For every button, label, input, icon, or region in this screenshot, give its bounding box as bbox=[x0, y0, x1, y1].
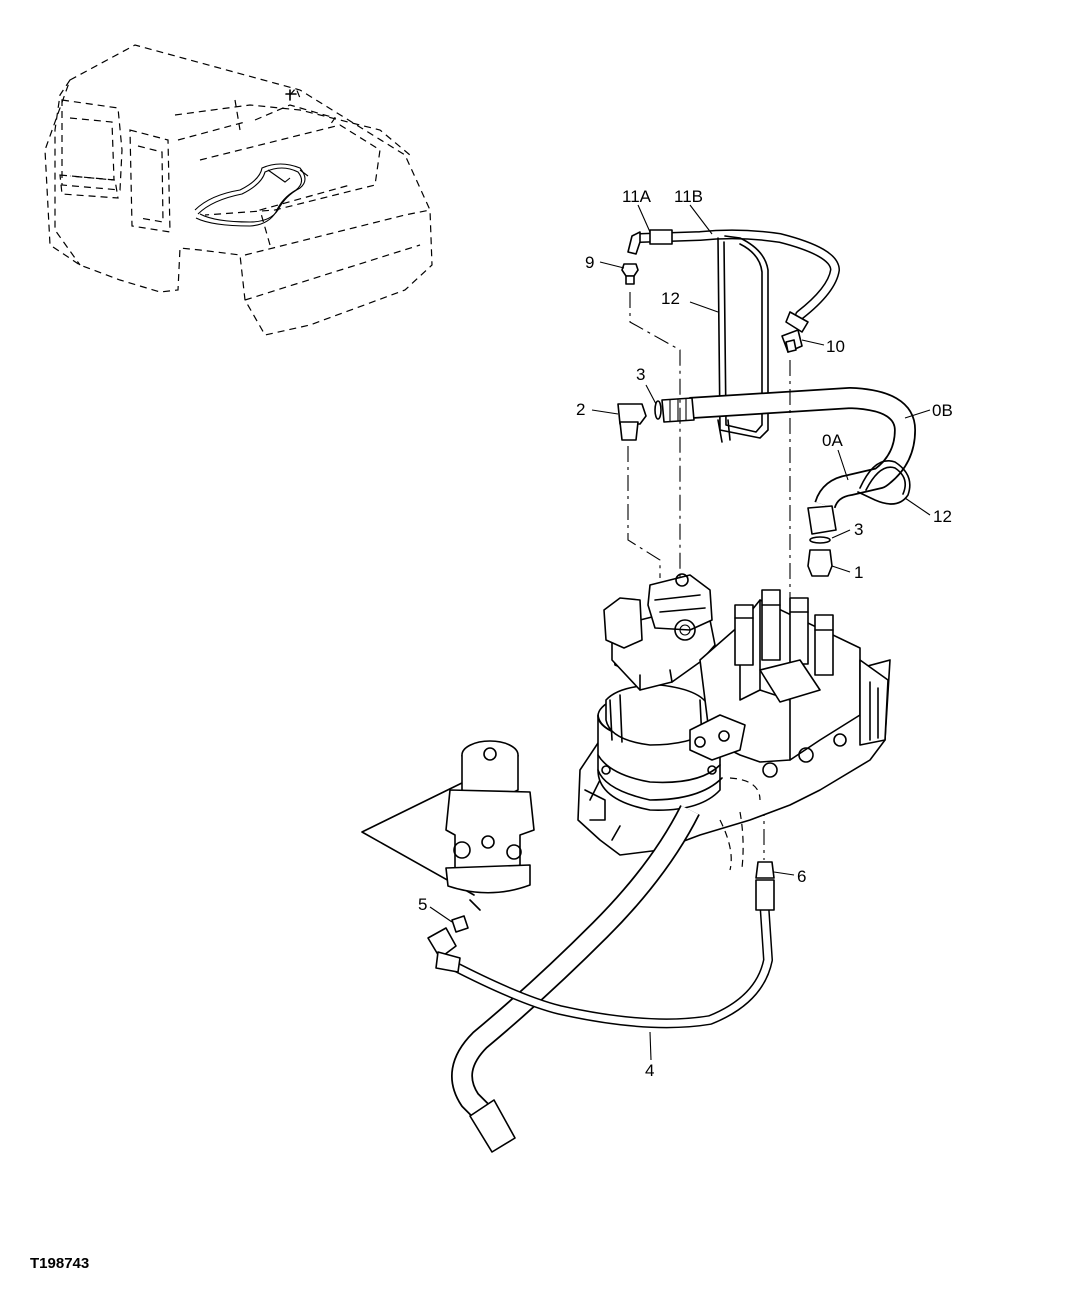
callout-12-right: 12 bbox=[933, 507, 952, 526]
callout-6: 6 bbox=[797, 867, 806, 886]
fitting-6 bbox=[755, 861, 775, 879]
callout-10: 10 bbox=[826, 337, 845, 356]
callout-1: 1 bbox=[854, 563, 863, 582]
callout-2: 2 bbox=[576, 400, 585, 419]
hose-11-assembly bbox=[627, 229, 840, 333]
fitting-9 bbox=[621, 263, 639, 285]
callout-5: 5 bbox=[418, 895, 427, 914]
callout-0B: 0B bbox=[932, 401, 953, 420]
clamp-12-upper bbox=[717, 235, 769, 443]
callout-11A: 11A bbox=[622, 187, 652, 206]
figure-id: T198743 bbox=[30, 1255, 89, 1272]
elbow-fitting-2 bbox=[617, 403, 647, 441]
excavator-locator-view bbox=[44, 44, 433, 336]
o-ring-3-top bbox=[654, 400, 662, 420]
callout-3-top: 3 bbox=[636, 365, 645, 384]
fitting-5 bbox=[451, 915, 469, 933]
callout-12-top: 12 bbox=[661, 289, 680, 308]
hose-0 bbox=[661, 387, 916, 535]
center-joint bbox=[361, 740, 535, 911]
clamp-12-right bbox=[857, 460, 911, 505]
o-ring-3-right bbox=[809, 536, 831, 544]
callout-4: 4 bbox=[645, 1061, 654, 1080]
fitting-10 bbox=[781, 329, 803, 353]
callout-9: 9 bbox=[585, 253, 594, 272]
hose-4 bbox=[427, 879, 775, 1029]
return-hose bbox=[451, 777, 761, 1153]
swing-motor-and-valve-assembly bbox=[577, 573, 891, 856]
callout-11B: 11B bbox=[674, 187, 703, 206]
callout-3-right: 3 bbox=[854, 520, 863, 539]
callout-leaders bbox=[429, 204, 931, 1061]
callout-0A: 0A bbox=[822, 431, 843, 450]
fitting-1 bbox=[807, 549, 833, 577]
callout-labels: 11A 11B 9 12 10 3 2 0B 0A 12 3 1 6 5 4 bbox=[418, 187, 953, 1080]
